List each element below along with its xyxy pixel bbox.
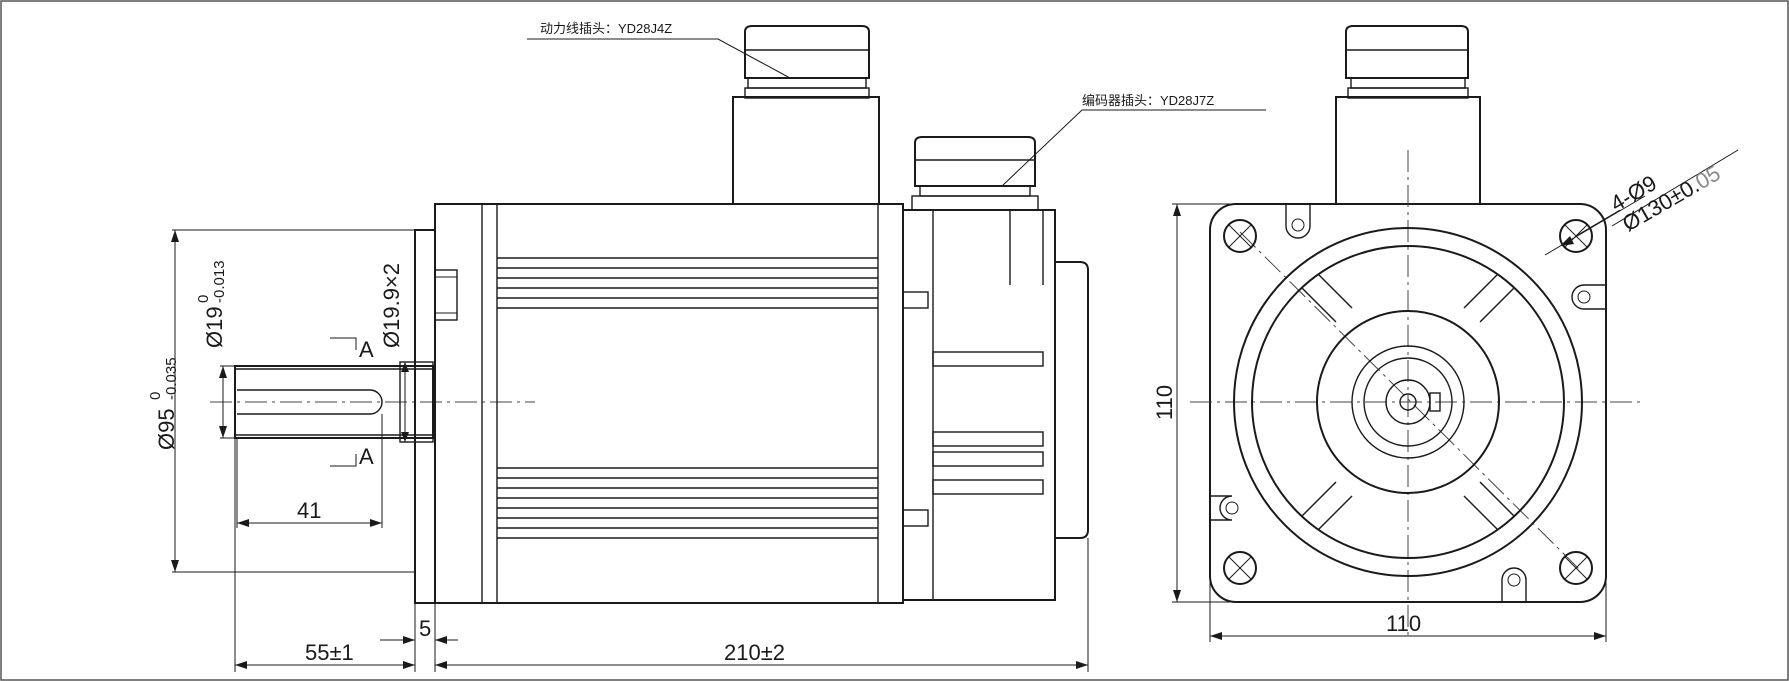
key-length-dimension: 41 (236, 414, 383, 528)
encoder-housing (902, 209, 1089, 601)
mounting-holes (1223, 219, 1593, 585)
svg-text:5: 5 (419, 616, 431, 641)
svg-text:A: A (359, 444, 374, 469)
power-connector (732, 25, 880, 205)
side-view: 动力线插头：YD28J4Z 编码器插头：YD28J7Z A A Ø95 0 -0… (147, 21, 1266, 672)
encoder-connector (911, 136, 1039, 211)
flange-inner-circle (1251, 245, 1565, 559)
encoder-connector-callout: 编码器插头：YD28J7Z (1082, 93, 1214, 108)
svg-text:0: 0 (195, 295, 212, 303)
svg-text:Ø19: Ø19 (202, 306, 227, 348)
svg-text:41: 41 (297, 498, 321, 523)
svg-text:-0.035: -0.035 (163, 357, 180, 400)
flange-width-dimension: 110 (1209, 580, 1607, 642)
svg-text:110: 110 (1386, 611, 1421, 636)
section-mark-bottom: A (330, 444, 374, 469)
pcd-callout: Ø130±0.05 (1575, 149, 1739, 237)
shaft-length-dimension: 55±1 (235, 640, 415, 669)
svg-text:Ø19.9×2: Ø19.9×2 (379, 263, 404, 348)
svg-text:A: A (359, 337, 374, 362)
svg-text:Ø95: Ø95 (154, 408, 179, 450)
svg-text:55±1: 55±1 (305, 640, 354, 665)
svg-text:110: 110 (1152, 385, 1177, 420)
cooling-fins-bottom (497, 467, 878, 539)
shaft-step-dimension: Ø19.9×2 (379, 263, 409, 442)
flange-thickness-dimension: 5 (380, 616, 458, 644)
body-length-dimension: 210±2 (435, 640, 1088, 669)
flange-outer-circle (1233, 227, 1583, 577)
svg-text:210±2: 210±2 (724, 640, 785, 665)
svg-text:0: 0 (147, 392, 164, 400)
boss-circle (1316, 310, 1500, 494)
cooling-fins-top (497, 257, 878, 309)
power-connector-callout: 动力线插头：YD28J4Z (540, 21, 672, 36)
svg-text:-0.013: -0.013 (211, 260, 228, 303)
small-lugs (1210, 204, 1606, 602)
pilot-diameter-dimension: Ø95 0 -0.035 (147, 229, 415, 573)
front-view: 110 110 4-Ø9 Ø130±0.05 (1152, 25, 1739, 642)
motor-body (434, 203, 904, 604)
section-mark-top: A (330, 337, 374, 362)
shaft-diameter-dimension: Ø19 0 -0.013 (195, 260, 235, 439)
ribs (1301, 273, 1515, 531)
flange-height-dimension: 110 (1152, 203, 1230, 603)
